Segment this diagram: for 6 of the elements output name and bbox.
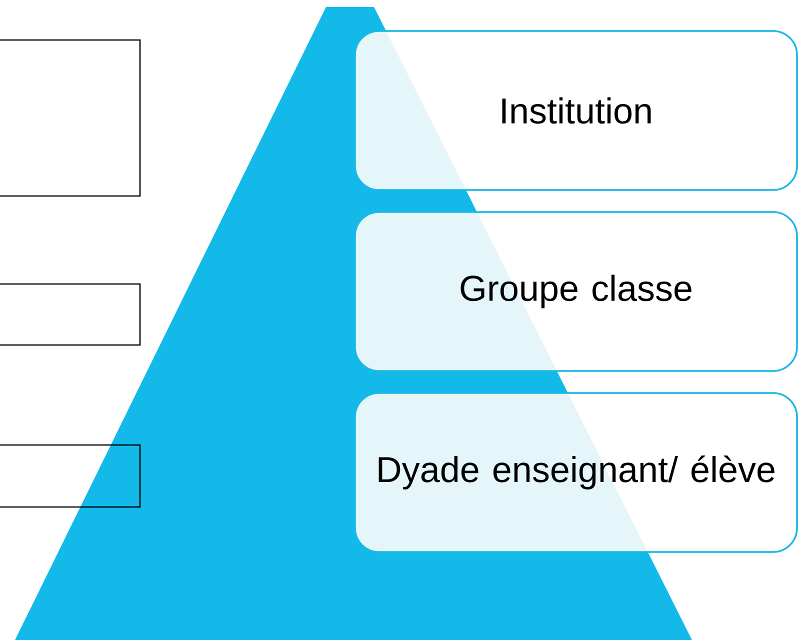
empty-box [0, 283, 141, 346]
level-box: Dyade enseignant/ élève [354, 392, 798, 553]
empty-box [0, 39, 141, 197]
level-box: Groupe classe [354, 211, 798, 372]
empty-box [0, 444, 141, 508]
level-box: Institution [354, 30, 798, 191]
